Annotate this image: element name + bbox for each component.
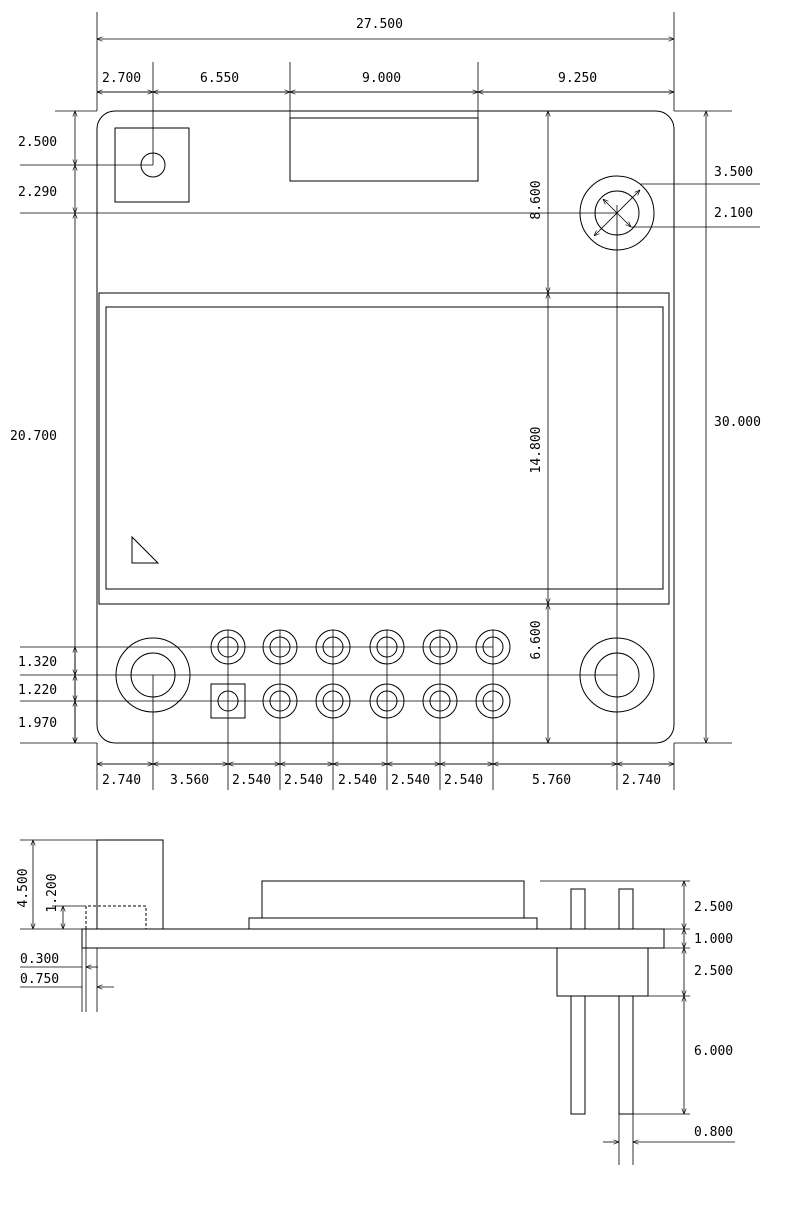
side-dim-r1: 2.500 bbox=[694, 900, 733, 915]
dim-inner-bottom: 6.600 bbox=[529, 620, 544, 659]
dim-overall-width: 27.500 bbox=[356, 17, 403, 32]
side-pcb bbox=[82, 929, 664, 948]
dim-bottom-seg-4: 2.540 bbox=[284, 773, 323, 788]
side-dim-height: 4.500 bbox=[16, 868, 31, 907]
dim-bottom-seg-2: 3.560 bbox=[170, 773, 209, 788]
side-dim-offset-1: 0.300 bbox=[20, 952, 59, 967]
dim-left-3: 20.700 bbox=[10, 429, 57, 444]
dim-top-seg-4: 9.250 bbox=[558, 71, 597, 86]
side-dim-r4: 6.000 bbox=[694, 1044, 733, 1059]
dim-top-seg-2: 6.550 bbox=[200, 71, 239, 86]
dim-left-1: 2.500 bbox=[18, 135, 57, 150]
side-header-body bbox=[557, 948, 648, 996]
side-left-component bbox=[97, 840, 163, 929]
top-view: 27.500 2.700 6.550 9.000 9.250 3.500 2.1… bbox=[10, 12, 761, 790]
dim-bottom-seg-1: 2.740 bbox=[102, 773, 141, 788]
dim-inner-mid: 14.800 bbox=[529, 427, 544, 474]
side-dim-r2: 1.000 bbox=[694, 932, 733, 947]
side-dim-offset-2: 0.750 bbox=[20, 972, 59, 987]
side-pin-2-bottom bbox=[619, 996, 633, 1114]
dim-total-height: 30.000 bbox=[714, 415, 761, 430]
dim-top-seg-3: 9.000 bbox=[362, 71, 401, 86]
dim-lower-left-1: 1.320 bbox=[18, 655, 57, 670]
side-dim-pin-width: 0.800 bbox=[694, 1125, 733, 1140]
side-dim-r3: 2.500 bbox=[694, 964, 733, 979]
side-pin-2-top bbox=[619, 889, 633, 929]
dim-bottom-seg-7: 2.540 bbox=[444, 773, 483, 788]
display-frame bbox=[99, 293, 669, 604]
dim-hole-outer: 3.500 bbox=[714, 165, 753, 180]
dim-bottom-seg-8: 5.760 bbox=[532, 773, 571, 788]
dim-left-2: 2.290 bbox=[18, 185, 57, 200]
display-active-area bbox=[106, 307, 663, 589]
dim-lower-left-2: 1.220 bbox=[18, 683, 57, 698]
side-view: 4.500 1.200 0.300 0.750 2.500 1.000 2.50… bbox=[16, 840, 735, 1165]
dim-bottom-seg-3: 2.540 bbox=[232, 773, 271, 788]
side-dim-small-height: 1.200 bbox=[45, 873, 60, 912]
side-pin-1-bottom bbox=[571, 996, 585, 1114]
side-display-base bbox=[249, 918, 537, 929]
dim-lower-left-3: 1.970 bbox=[18, 716, 57, 731]
dim-hole-inner: 2.100 bbox=[714, 206, 753, 221]
side-pin-1-top bbox=[571, 889, 585, 929]
orientation-mark bbox=[132, 537, 158, 563]
side-dashed-component bbox=[86, 906, 146, 929]
top-connector bbox=[290, 118, 478, 181]
dim-bottom-seg-5: 2.540 bbox=[338, 773, 377, 788]
dim-bottom-seg-6: 2.540 bbox=[391, 773, 430, 788]
dim-inner-top: 8.600 bbox=[529, 180, 544, 219]
side-display-body bbox=[262, 881, 524, 918]
dim-bottom-seg-9: 2.740 bbox=[622, 773, 661, 788]
dim-top-seg-1: 2.700 bbox=[102, 71, 141, 86]
board-outline bbox=[97, 111, 674, 743]
